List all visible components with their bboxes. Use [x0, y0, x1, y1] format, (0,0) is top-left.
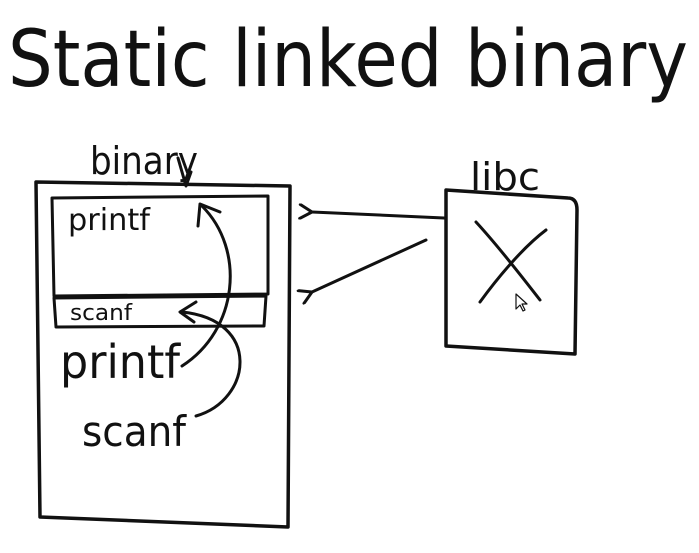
- scanf-call-arrow: [180, 310, 242, 418]
- x-cross-icon: [474, 220, 548, 304]
- libc-to-scanf-arrow: [312, 238, 428, 292]
- libc-label: libc: [470, 155, 540, 199]
- mouse-pointer-icon: [515, 293, 528, 312]
- printf-section: printf: [50, 194, 270, 298]
- page-title: Static linked binary: [8, 15, 688, 105]
- printf-call-label: printf: [60, 335, 182, 389]
- libc-to-printf-arrow: [312, 212, 446, 218]
- printf-section-label: printf: [68, 203, 151, 238]
- scanf-section: scanf: [52, 294, 268, 329]
- binary-box: binary: [34, 139, 292, 529]
- scanf-section-label: scanf: [70, 301, 133, 326]
- scanf-call-label: scanf: [82, 407, 187, 456]
- libc-box: libc: [444, 155, 579, 356]
- printf-call-arrow: [180, 204, 232, 368]
